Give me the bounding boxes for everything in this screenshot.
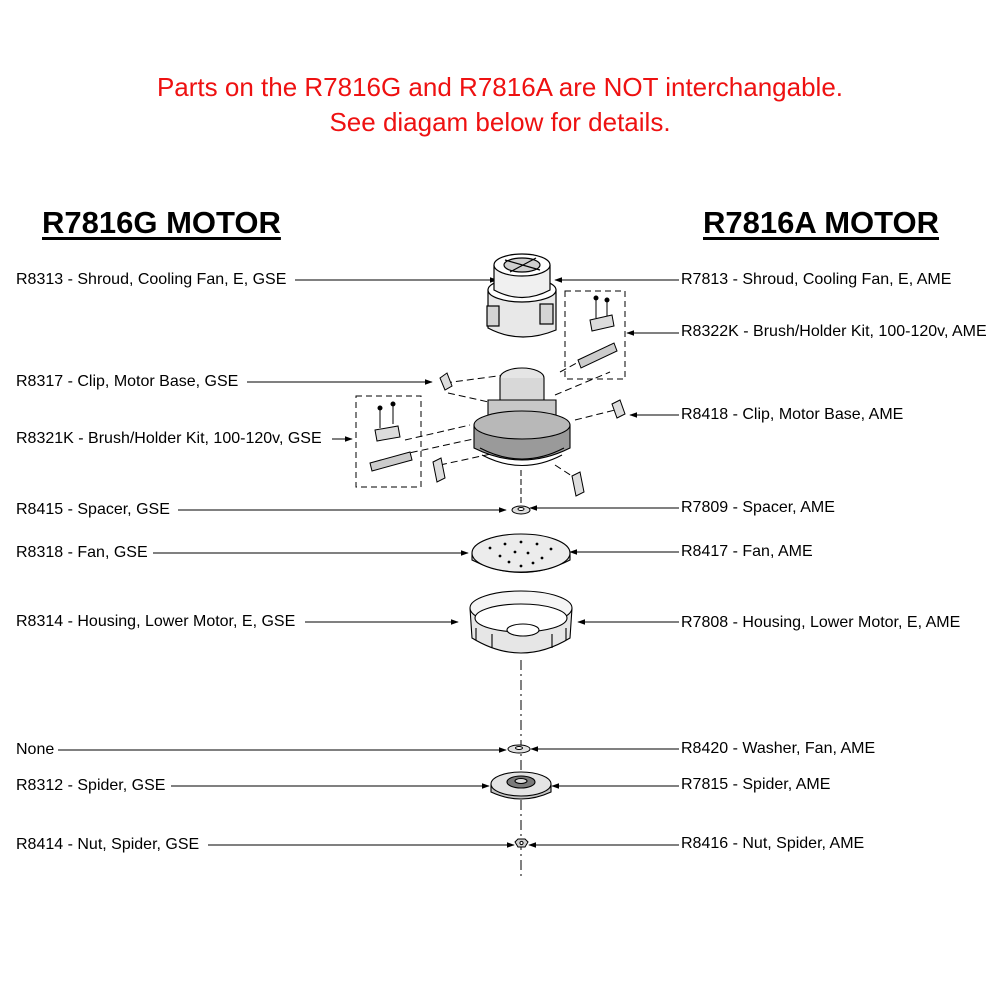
label-r8321k-brush-kit: R8321K - Brush/Holder Kit, 100-120v, GSE: [16, 430, 322, 447]
label-none-washer: None: [16, 741, 55, 758]
right-leader-lines: [528, 277, 679, 848]
label-r8317-clip: R8317 - Clip, Motor Base, GSE: [16, 373, 239, 390]
spacer: [511, 505, 531, 515]
label-r8313-shroud: R8313 - Shroud, Cooling Fan, E, GSE: [16, 271, 287, 288]
brush-kit-box-gse: [355, 395, 422, 488]
label-r8418-clip: R8418 - Clip, Motor Base, AME: [681, 406, 904, 423]
fan: [471, 533, 571, 573]
label-r7809-spacer: R7809 - Spacer, AME: [681, 499, 835, 516]
label-r7815-spider: R7815 - Spider, AME: [681, 776, 831, 793]
cooling-fan-shroud: [486, 253, 557, 338]
label-r8414-nut: R8414 - Nut, Spider, GSE: [16, 836, 200, 853]
lower-motor-housing: [469, 590, 573, 654]
r7816a-motor-title: R7816A MOTOR: [703, 205, 940, 240]
motor-base-clips: [432, 372, 626, 497]
brush-kit-box-ame: [564, 290, 626, 380]
label-r8416-nut: R8416 - Nut, Spider, AME: [681, 835, 865, 852]
r7816g-motor-title: R7816G MOTOR: [42, 205, 281, 240]
label-r8318-fan: R8318 - Fan, GSE: [16, 544, 148, 561]
brush-holder-kit-gse: [369, 401, 413, 472]
label-r8312-spider: R8312 - Spider, GSE: [16, 777, 166, 794]
notice-line-1: Parts on the R7816G and R7816A are NOT i…: [156, 72, 844, 102]
label-r7808-housing: R7808 - Housing, Lower Motor, E, AME: [681, 614, 961, 631]
motor-assembly: [473, 367, 571, 467]
left-leader-lines: [58, 277, 515, 848]
label-r8420-washer: R8420 - Washer, Fan, AME: [681, 740, 876, 757]
fan-washer: [507, 744, 531, 754]
notice-line-2: See diagam below for details.: [329, 107, 671, 137]
label-r8322k-brush-kit: R8322K - Brush/Holder Kit, 100-120v, AME: [681, 323, 987, 340]
label-r8314-housing: R8314 - Housing, Lower Motor, E, GSE: [16, 613, 296, 630]
label-r8417-fan: R8417 - Fan, AME: [681, 543, 813, 560]
label-r8415-spacer: R8415 - Spacer, GSE: [16, 501, 170, 518]
spider: [490, 771, 552, 800]
spider-nut: [514, 838, 529, 848]
label-r7813-shroud: R7813 - Shroud, Cooling Fan, E, AME: [681, 271, 952, 288]
brush-holder-kit-ame: [577, 295, 618, 369]
